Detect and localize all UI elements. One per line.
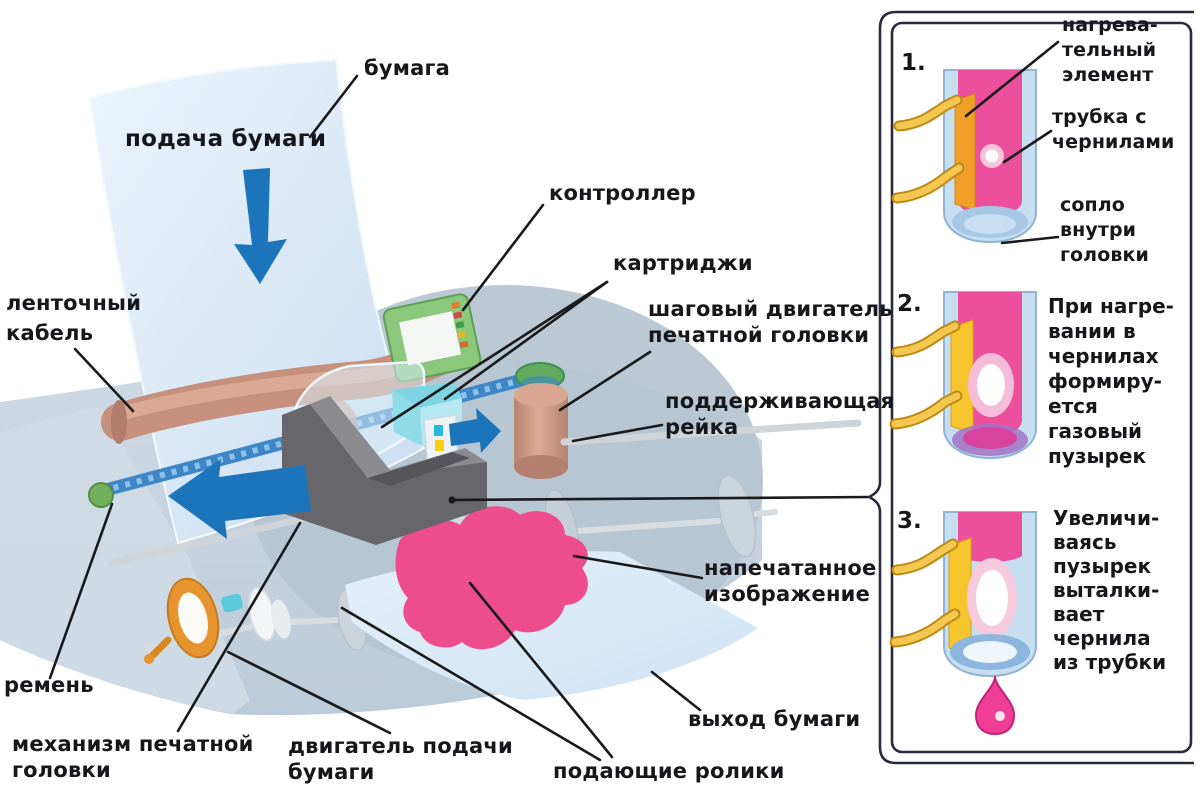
panel-brace	[865, 10, 1194, 765]
leader-mechanism	[176, 521, 302, 733]
wires	[891, 94, 965, 204]
gas-bubble-core	[977, 364, 1005, 406]
stepper-motor-cylinder	[514, 362, 568, 479]
label-belt: ремень	[4, 673, 94, 697]
label-nozzle: сопло внутри головки	[1060, 194, 1149, 266]
label-ribbon-cable: ленточный кабель	[6, 291, 142, 345]
label-paper: бумага	[364, 56, 451, 80]
leader-ink-tube	[1002, 129, 1053, 164]
leader-cartridge-1	[443, 280, 609, 401]
paper-feed-arrow-icon	[234, 168, 287, 284]
nozzle-inner	[964, 214, 1016, 234]
step-2-text: При нагре- вании в чернилах формиру- етс…	[1048, 294, 1174, 468]
step-1-number: 1.	[901, 50, 926, 76]
carriage-right-arrow-icon	[449, 408, 501, 453]
coupler-cyan	[221, 593, 243, 613]
label-printed-image: напечатанное изображение	[704, 556, 877, 606]
leader-dot	[448, 496, 456, 504]
step-3-text: Увеличи- ваясь пузырек выталки- вает чер…	[1053, 506, 1167, 674]
label-ink-tube: трубка с чернилами	[1052, 106, 1175, 153]
step-2-number: 2.	[897, 291, 922, 317]
controller-board	[382, 293, 482, 383]
carriage-left-arrow-icon	[168, 459, 311, 539]
tube-step-1	[891, 69, 1037, 244]
leader-rollers-1	[468, 581, 614, 759]
leader-ribbon-cable	[73, 347, 135, 413]
label-heating-element: нагрева- тельный элемент	[1062, 14, 1158, 86]
leader-cartridge-2	[380, 280, 609, 429]
leader-to-panel	[450, 495, 871, 502]
wires	[889, 320, 963, 430]
label-paper-feed-motor: двигатель подачи бумаги	[288, 734, 513, 784]
leader-paper-exit	[650, 670, 702, 712]
carriage-belt-teeth	[101, 374, 534, 494]
leader-rollers-2	[340, 606, 602, 762]
leader-belt	[48, 502, 114, 680]
paper-feed-motor-wheel	[144, 577, 220, 664]
label-support-rail: поддерживающая рейка	[665, 389, 895, 439]
leader-lines	[48, 74, 871, 762]
gas-bubble-core	[976, 570, 1008, 626]
wires	[889, 538, 961, 648]
leader-paper	[308, 74, 359, 139]
tube-step-3	[889, 511, 1037, 736]
nozzle-ink-bulge	[963, 427, 1017, 449]
nozzle-inner	[963, 641, 1017, 663]
label-paper-feed: подача бумаги	[125, 126, 327, 152]
label-paper-exit: выход бумаги	[688, 707, 861, 731]
feed-roller-white-2	[271, 599, 291, 639]
leader-feed-motor	[226, 650, 392, 735]
leader-stepper-motor	[558, 350, 652, 412]
ink-drop	[974, 675, 1016, 736]
carriage-tub-shadow	[368, 452, 470, 486]
ink-drop-highlight	[995, 711, 1005, 721]
step-3-number: 3.	[897, 508, 922, 534]
leader-printed-image	[572, 554, 704, 580]
label-printhead-mechanism: механизм печатной головки	[12, 732, 254, 782]
support-rail-right	[560, 419, 862, 446]
belt-pulley	[88, 482, 114, 508]
label-controller: контроллер	[549, 181, 696, 205]
support-rail-left	[108, 513, 314, 567]
feed-roller	[717, 474, 757, 558]
printed-image-blob	[395, 506, 588, 650]
label-stepper-motor: шаговый двигатель печатной головки	[648, 297, 893, 347]
gas-bubble-core	[985, 149, 999, 163]
leader-nozzle	[1000, 235, 1060, 245]
tube-step-2	[889, 291, 1037, 460]
label-feed-rollers: подающие ролики	[553, 759, 785, 783]
leader-controller	[461, 203, 545, 312]
leader-support-rail	[571, 423, 664, 443]
label-cartridges: картриджи	[613, 251, 753, 275]
leader-heating-element	[964, 40, 1060, 118]
panel-leader-lines	[964, 40, 1060, 245]
ink-column	[958, 512, 1022, 562]
